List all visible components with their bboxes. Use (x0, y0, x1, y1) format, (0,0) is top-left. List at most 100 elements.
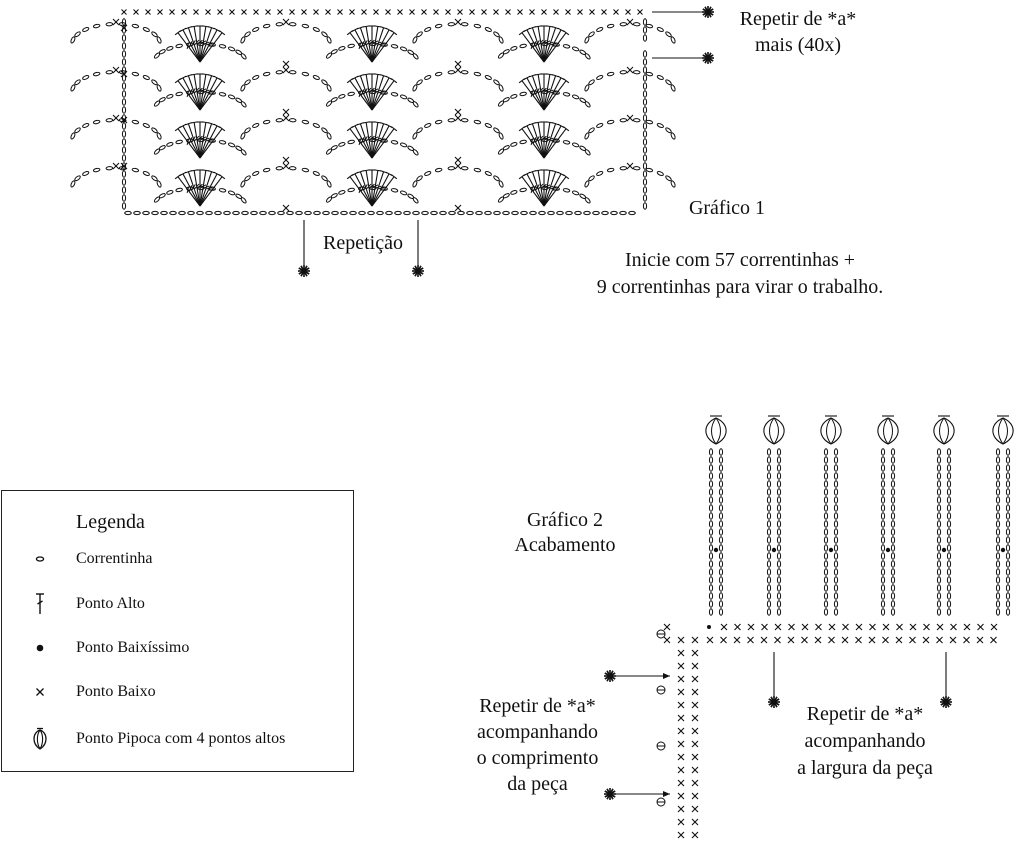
single-crochet-stitch (842, 623, 849, 631)
chain-stitch (399, 142, 408, 148)
chain-stitch (240, 132, 246, 140)
chart2-markers (604, 652, 952, 800)
chain-stitch (473, 23, 482, 29)
single-crochet-stitch (882, 623, 890, 631)
chain-stitch (946, 488, 952, 496)
single-crochet-stitch (734, 623, 741, 631)
chain-stitch (82, 171, 90, 176)
chain-stitch (1005, 456, 1011, 464)
single-crochet-stitch (922, 636, 930, 644)
chain-stitch (510, 46, 518, 51)
foundation-chain (196, 210, 204, 216)
chain-stitch (142, 171, 150, 176)
edge-chain (642, 138, 648, 146)
single-crochet-stitch (733, 636, 741, 644)
single-crochet-stitch (677, 740, 685, 748)
chain-stitch (447, 166, 456, 171)
chain-stitch (390, 188, 399, 193)
chain-stitch (766, 504, 772, 512)
chain-stitch (596, 171, 604, 176)
single-crochet-stitch (963, 623, 971, 631)
chain-stitch (497, 196, 505, 203)
chain-stitch (208, 186, 216, 191)
chain-stitch (151, 31, 158, 38)
single-crochet-stitch (895, 636, 903, 644)
edge-chain (121, 130, 127, 138)
chain-stitch (497, 52, 505, 59)
chain-stitch (227, 142, 236, 148)
chain-stitch (708, 560, 714, 568)
chain-stitch (1005, 560, 1011, 568)
single-crochet-stitch (589, 9, 595, 15)
double-crochet-stitch (534, 25, 545, 63)
edge-chain (121, 106, 127, 114)
foundation-chain (556, 210, 564, 216)
chain-stitch (326, 180, 332, 188)
chain-stitch (407, 97, 415, 104)
single-crochet-stitch (282, 66, 290, 74)
chain-stitch (936, 584, 942, 592)
chain-stitch (880, 608, 886, 616)
chain-stitch (357, 186, 366, 191)
chain-stitch (718, 480, 724, 488)
chain-stitch (823, 600, 829, 608)
chain-stitch (946, 608, 952, 616)
single-crochet-stitch (855, 623, 863, 631)
chain-stitch (380, 42, 388, 47)
edge-chain (642, 170, 648, 178)
foundation-chain (484, 210, 492, 216)
chain-stitch (74, 175, 81, 182)
single-crochet-stitch (553, 9, 559, 15)
chain-stitch (153, 196, 161, 203)
popcorn-stitch (763, 415, 785, 445)
single-crochet-stitch (691, 649, 699, 657)
chain-stitch (434, 167, 443, 173)
single-crochet-stitch (691, 740, 699, 748)
edge-chain (642, 194, 648, 202)
chain-stitch (823, 552, 829, 560)
chain-stitch (708, 496, 714, 504)
chain-stitch (275, 118, 284, 123)
chain-stitch (497, 100, 505, 107)
chain-stitch (321, 175, 328, 182)
chain-stitch (347, 187, 355, 193)
chain-stitch (301, 167, 310, 173)
legend-item: Ponto Baixo (2, 680, 352, 704)
chain-stitch (936, 464, 942, 472)
double-crochet-stitch (534, 169, 545, 207)
foundation-chain (457, 210, 465, 216)
foundation-chain (322, 210, 330, 216)
slip-stitch (713, 547, 719, 553)
legend-title: Legenda (76, 511, 145, 533)
chain-stitch (708, 536, 714, 544)
chain-stitch (995, 472, 1001, 480)
edge-chain (121, 18, 127, 26)
chain-stitch (166, 46, 174, 51)
single-crochet-stitch (361, 9, 367, 15)
chain-stitch (151, 175, 158, 182)
chain-stitch (74, 31, 81, 38)
chain-stitch (880, 512, 886, 520)
chain-stitch (946, 576, 952, 584)
chain-stitch (936, 456, 942, 464)
chain-stitch (588, 31, 595, 38)
repeat-star-icon (604, 670, 616, 682)
chain-stitch (632, 166, 641, 171)
chain-stitch (380, 90, 388, 95)
chain-stitch (1005, 472, 1011, 480)
foundation-chain (340, 210, 348, 216)
chain-stitch (880, 600, 886, 608)
chain-stitch (776, 576, 782, 584)
chain-stitch (833, 520, 839, 528)
single-crochet-stitch (691, 805, 699, 813)
chain-stitch (235, 193, 243, 200)
single-crochet-stitch (282, 204, 290, 212)
single-crochet-stitch (677, 831, 685, 839)
chain-stitch (766, 568, 772, 576)
single-crochet-stitch (747, 623, 755, 631)
chain-stitch (890, 504, 896, 512)
chain-stitch (718, 528, 724, 536)
chain-stitch (995, 560, 1001, 568)
single-crochet-stitch (691, 818, 699, 826)
chain-stitch (262, 119, 271, 125)
